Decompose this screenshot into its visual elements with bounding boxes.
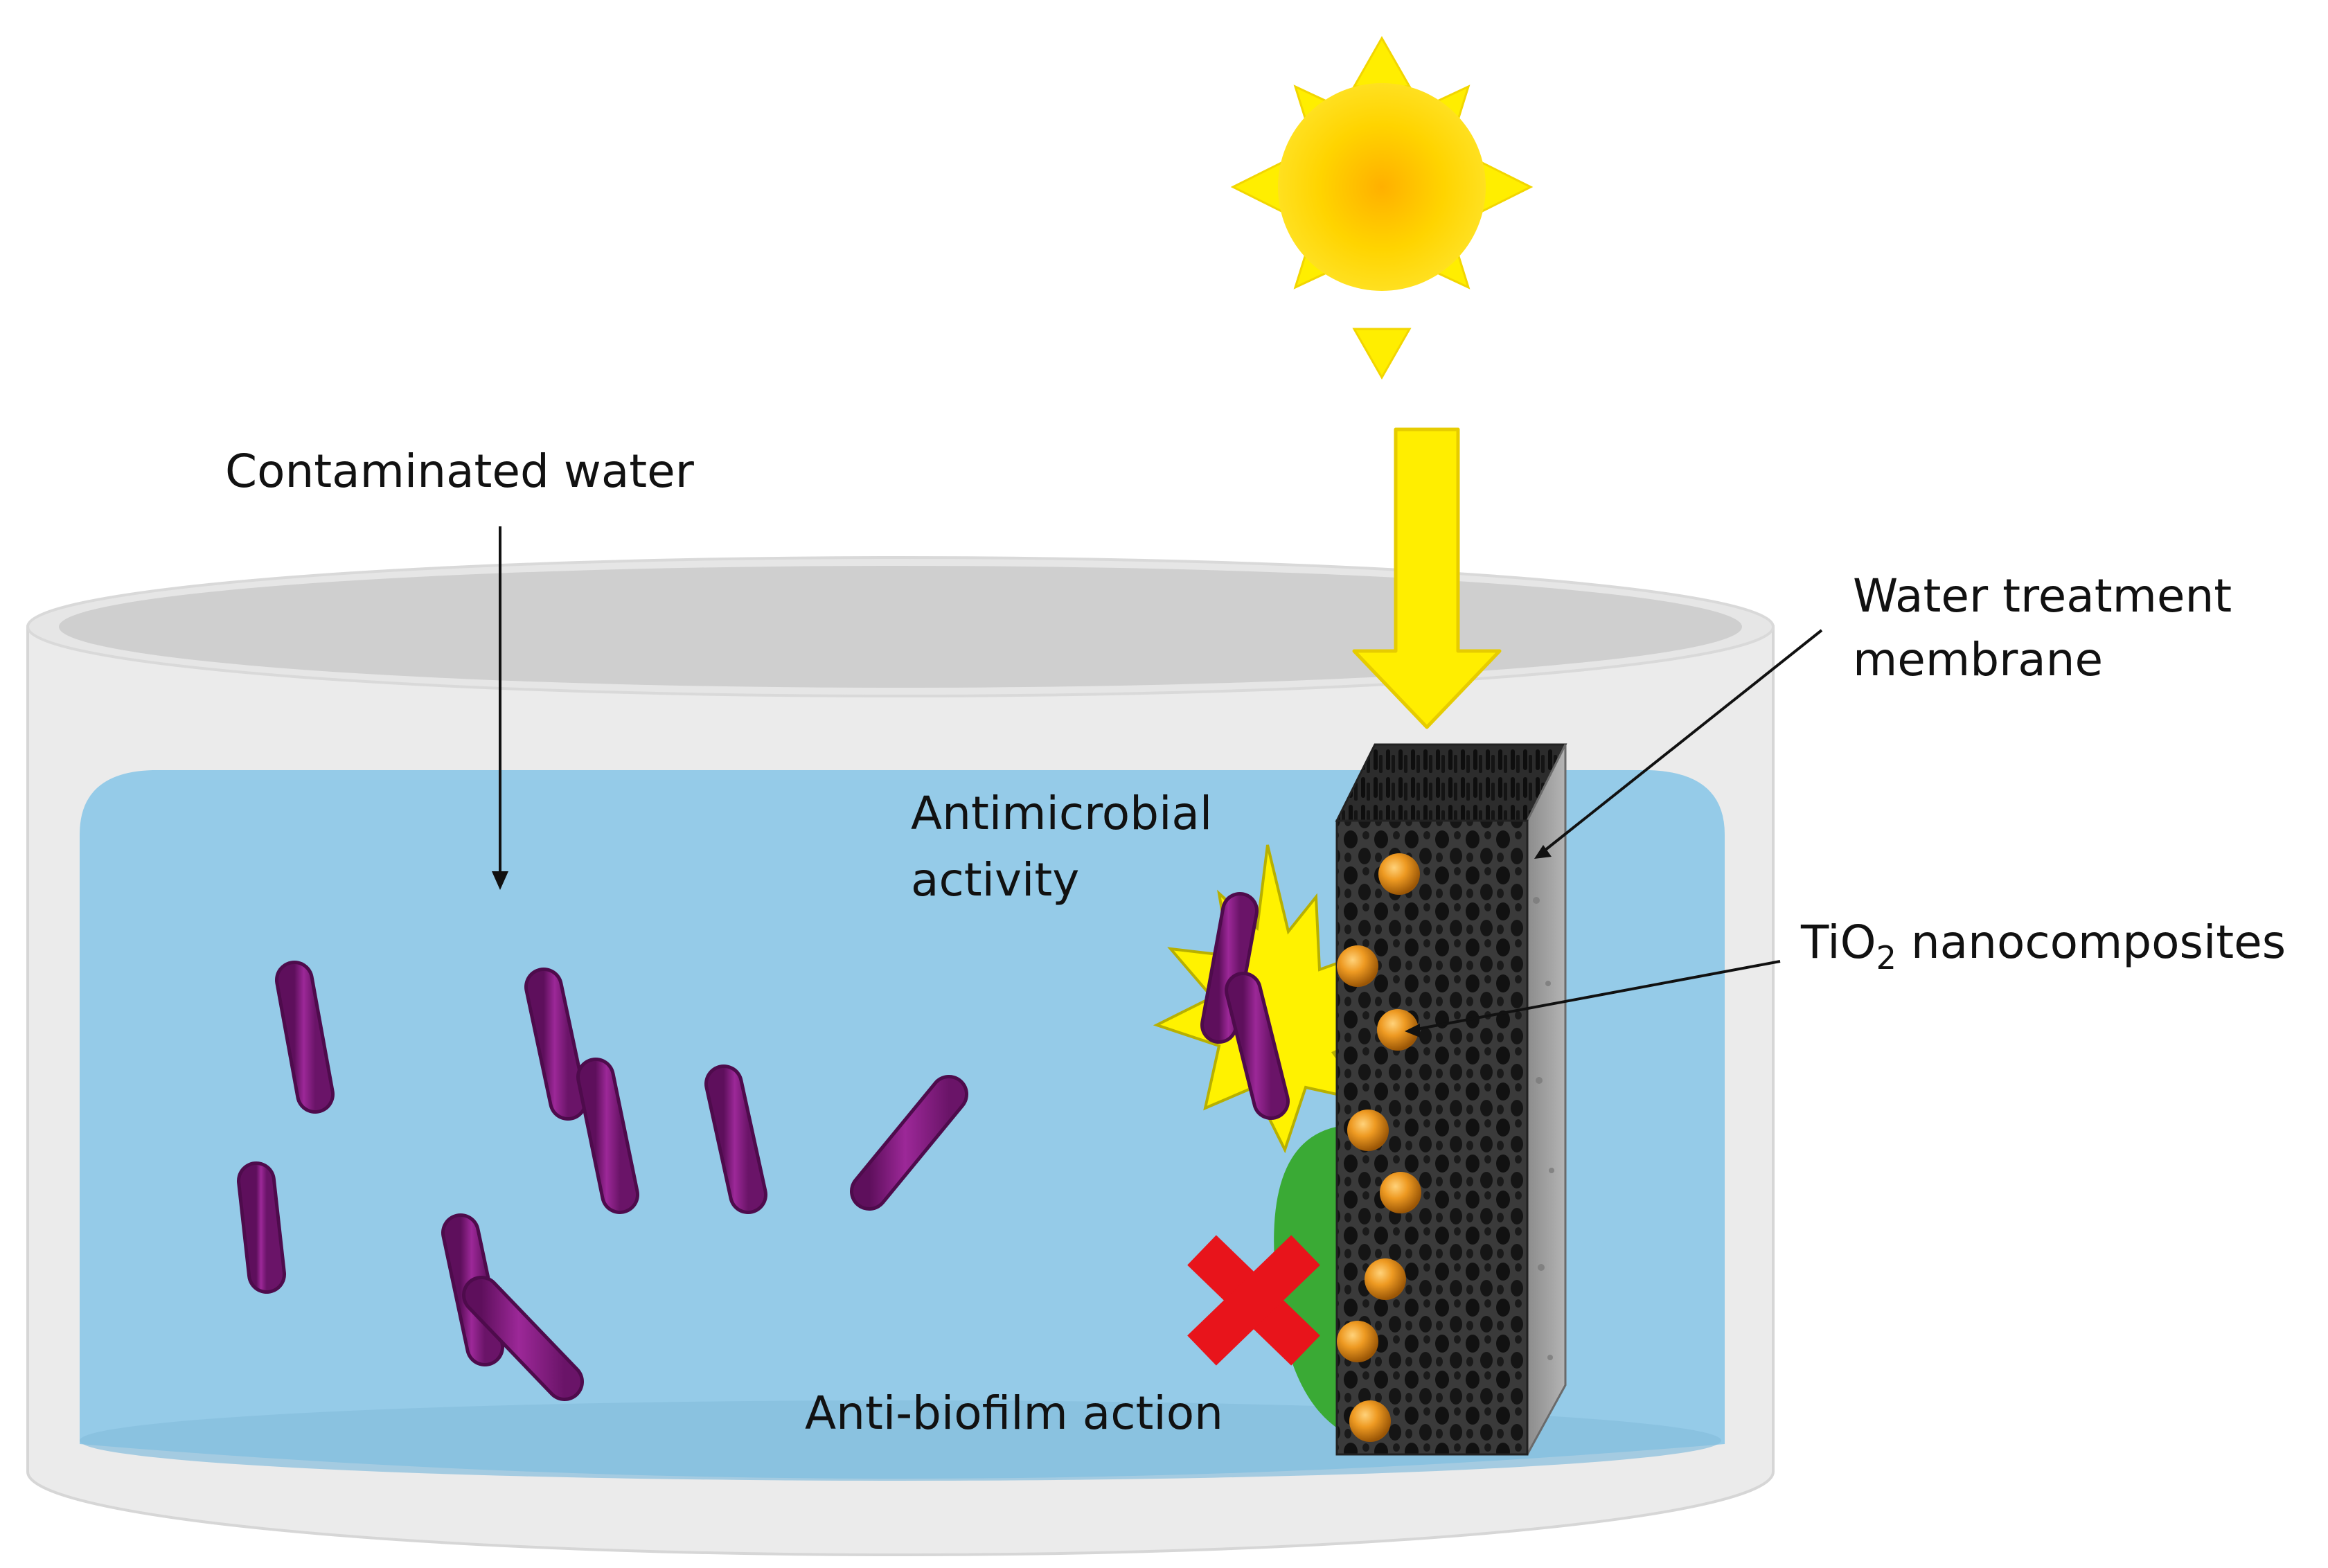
contaminated-water-label: Contaminated water [225, 445, 695, 498]
nanoparticle [1365, 1258, 1406, 1300]
bacterium [1225, 972, 1290, 1120]
membrane-label-line2: membrane [1853, 633, 2103, 686]
tio2-label-subscript: 2 [1876, 939, 1896, 977]
antibiofilm-label: Anti-biofilm action [805, 1387, 1223, 1440]
nanoparticle [1380, 1172, 1421, 1213]
bacterium [524, 968, 587, 1121]
tio2-label-prefix: TiO [1800, 916, 1876, 969]
labels: Contaminated water Water treatment membr… [225, 445, 2286, 1440]
sunlight-arrow [1352, 427, 1502, 729]
sun-icon [1230, 35, 1534, 380]
bacterium [576, 1058, 639, 1214]
antimicrobial-label-line1: Antimicrobial [911, 787, 1212, 840]
bacterium [1200, 892, 1259, 1044]
bacterium [275, 961, 335, 1114]
nanoparticle [1337, 945, 1378, 987]
bacterium [237, 1161, 286, 1294]
bacterium [462, 1276, 584, 1401]
antimicrobial-burst [1153, 844, 1396, 1154]
bacterium [850, 1075, 968, 1211]
bacteria-group [237, 892, 1290, 1401]
bacterium [704, 1064, 767, 1214]
nanoparticle [1378, 853, 1420, 895]
tio2-nanoparticles [1337, 853, 1421, 1442]
nanoparticle [1337, 1321, 1378, 1362]
membrane-label-line1: Water treatment [1853, 569, 2232, 623]
nanoparticle [1347, 1110, 1389, 1151]
pointer-lines [492, 526, 1823, 1037]
tio2-label-suffix: nanocomposites [1896, 916, 2286, 969]
nanoparticle [1349, 1400, 1391, 1442]
cross-icon [1187, 1235, 1320, 1366]
nanoparticle [1377, 1009, 1419, 1051]
tio2-label: TiO2 nanocomposites [1800, 916, 2286, 977]
antimicrobial-label-line2: activity [911, 853, 1079, 907]
